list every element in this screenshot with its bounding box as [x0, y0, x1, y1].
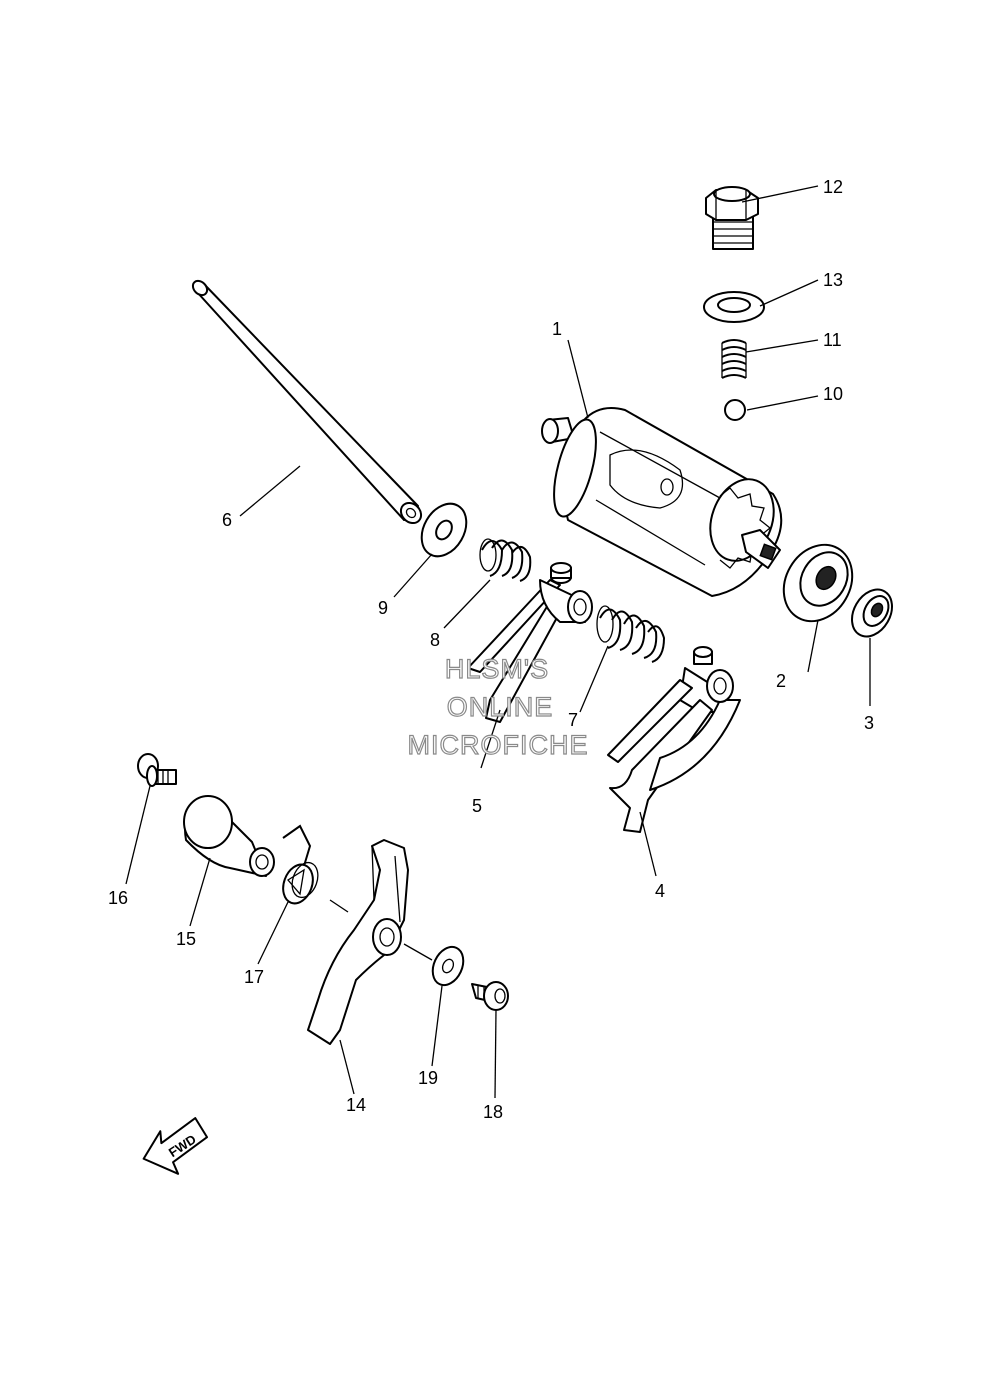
callout-9: 9 — [378, 598, 388, 618]
watermark: HLSM'S ONLINE MICROFICHE — [407, 653, 589, 760]
part-3-seal — [851, 588, 893, 638]
callout-4: 4 — [655, 881, 665, 901]
callout-10: 10 — [823, 384, 843, 404]
leader-lines — [125, 185, 871, 1099]
part-17-spring — [282, 824, 319, 905]
part-15-collar — [183, 795, 275, 877]
part-6-shaft — [191, 279, 423, 525]
watermark-line-1: HLSM'S — [445, 654, 549, 684]
callout-12: 12 — [823, 177, 843, 197]
callout-6: 6 — [222, 510, 232, 530]
callout-13: 13 — [823, 270, 843, 290]
callout-5: 5 — [472, 796, 482, 816]
part-7-spring — [596, 605, 666, 663]
part-1-shift-drum — [541, 407, 783, 597]
callout-3: 3 — [864, 713, 874, 733]
callout-19: 19 — [418, 1068, 438, 1088]
part-12-bolt — [705, 186, 759, 250]
part-8-spring — [479, 538, 532, 582]
callout-11: 11 — [823, 330, 842, 350]
callout-15: 15 — [176, 929, 196, 949]
part-13-washer — [703, 291, 765, 323]
watermark-line-2: ONLINE — [447, 692, 554, 722]
fwd-arrow-icon: FWD — [142, 1117, 209, 1175]
part-5-shift-fork — [467, 562, 593, 723]
part-11-spring — [721, 339, 747, 379]
part-9-washer — [420, 502, 468, 558]
part-14-shift-lever — [307, 839, 409, 1045]
callout-18: 18 — [483, 1102, 503, 1122]
part-2-bearing — [782, 543, 854, 623]
part-18-bolt — [471, 981, 509, 1011]
callout-2: 2 — [776, 671, 786, 691]
callout-17: 17 — [244, 967, 264, 987]
callout-7: 7 — [568, 710, 578, 730]
callout-numbers: 1 2 3 4 5 6 7 8 9 10 11 12 13 14 15 16 1… — [108, 177, 874, 1122]
callout-1: 1 — [552, 319, 562, 339]
part-10-ball — [724, 399, 746, 421]
watermark-line-3: MICROFICHE — [408, 730, 589, 760]
part-16-bolt — [137, 753, 177, 787]
callout-14: 14 — [346, 1095, 366, 1115]
part-19-washer — [431, 945, 465, 987]
callout-8: 8 — [430, 630, 440, 650]
callout-16: 16 — [108, 888, 128, 908]
part-4-shift-fork — [607, 646, 741, 833]
